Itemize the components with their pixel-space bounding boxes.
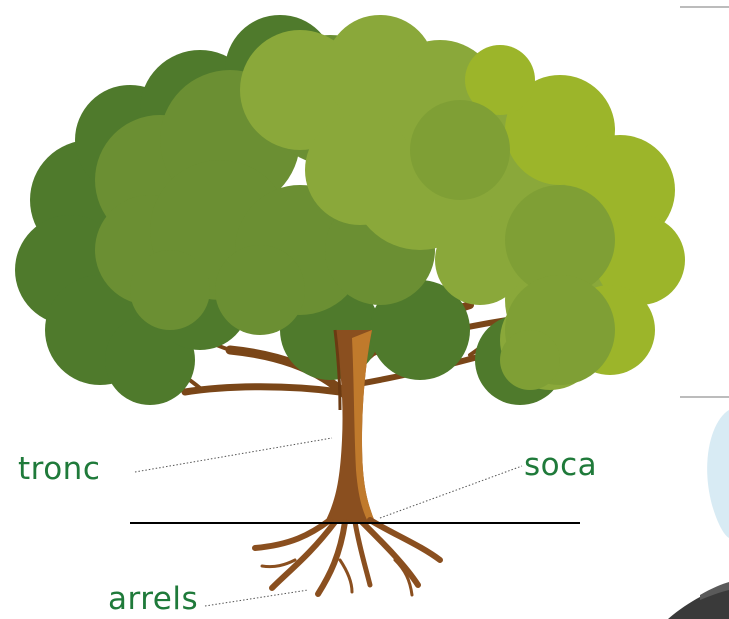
roots: [252, 517, 443, 597]
leader-lines: [134, 437, 523, 607]
canopy-front: [410, 100, 615, 390]
canopy: [15, 15, 685, 405]
leader-line-arrels: [204, 589, 309, 607]
leader-line-soca: [379, 465, 523, 519]
label-soca: soca: [524, 447, 598, 483]
label-tronc: tronc: [18, 451, 101, 487]
label-arrels: arrels: [108, 581, 199, 617]
right-edge-fragment: [668, 6, 729, 619]
trunk: [325, 329, 375, 522]
leader-line-tronc: [134, 437, 333, 473]
